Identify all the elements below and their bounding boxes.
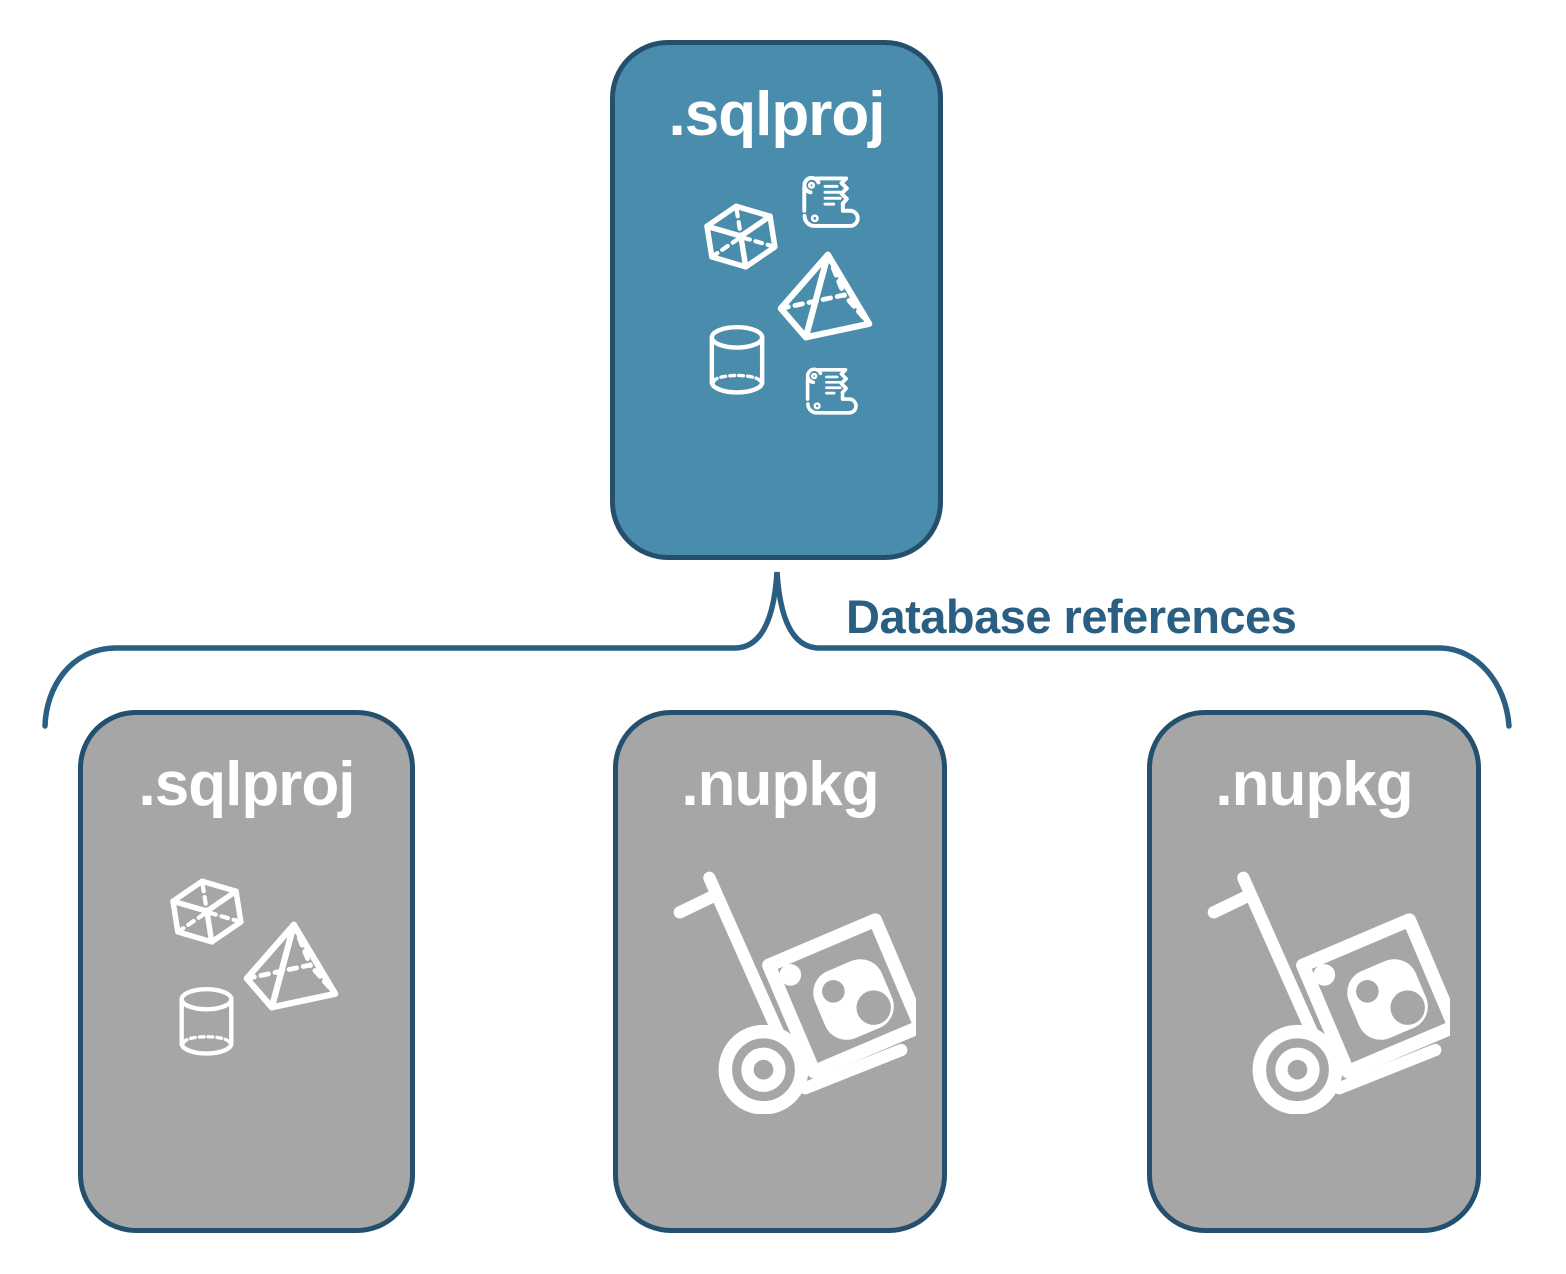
root-sqlproj-card: .sqlproj [610,40,943,560]
child-sqlproj-card: .sqlproj [78,710,415,1233]
root-card-title: .sqlproj [668,80,886,149]
hand-truck-package-icon [670,865,916,1117]
cube-icon [165,870,249,954]
cube-icon [699,195,783,279]
child-card-title: .nupkg [681,750,879,819]
connector-label: Database references [846,590,1297,643]
scroll-icon [800,365,860,420]
scroll-icon [796,173,862,234]
child-nupkg-card-2: .nupkg [1147,710,1481,1233]
cylinder-icon [703,323,771,398]
child-nupkg-card-1: .nupkg [613,710,947,1233]
cylinder-icon [173,985,240,1059]
pyramid-icon [775,248,875,344]
child-card-title: .sqlproj [138,750,356,819]
pyramid-icon [241,918,341,1014]
hand-truck-package-icon [1204,865,1450,1117]
child-card-title: .nupkg [1215,750,1413,819]
